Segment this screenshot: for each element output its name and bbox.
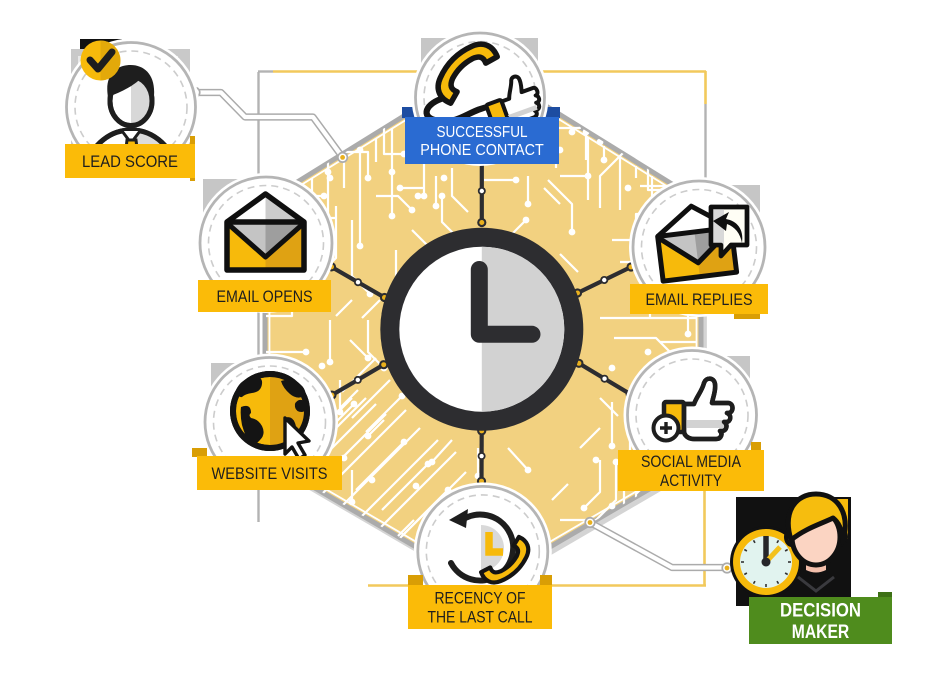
svg-text:WEBSITE VISITS: WEBSITE VISITS — [212, 464, 328, 483]
svg-text:EMAIL OPENS: EMAIL OPENS — [217, 287, 313, 306]
svg-text:PHONE CONTACT: PHONE CONTACT — [420, 142, 544, 159]
svg-text:SOCIAL MEDIA: SOCIAL MEDIA — [641, 452, 742, 471]
svg-text:MAKER: MAKER — [792, 621, 850, 643]
svg-text:DECISION: DECISION — [780, 599, 861, 621]
svg-text:SUCCESSFUL: SUCCESSFUL — [437, 124, 528, 141]
svg-text:RECENCY OF: RECENCY OF — [435, 588, 526, 607]
svg-text:ACTIVITY: ACTIVITY — [660, 471, 722, 490]
svg-text:LEAD SCORE: LEAD SCORE — [82, 152, 178, 171]
svg-text:EMAIL REPLIES: EMAIL REPLIES — [646, 290, 753, 309]
svg-text:THE LAST CALL: THE LAST CALL — [428, 608, 533, 627]
